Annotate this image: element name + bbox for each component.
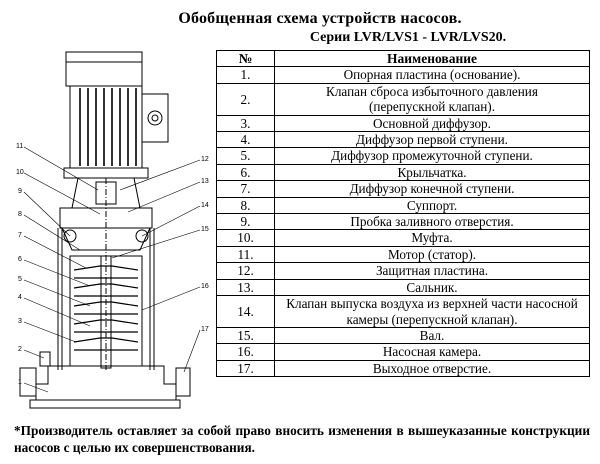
table-row: 15.Вал. [216, 326, 590, 345]
row-number: 1. [216, 66, 275, 84]
row-number: 12. [216, 262, 275, 280]
row-name: Суппорт. [274, 196, 590, 215]
callout-4: 4 [18, 294, 22, 301]
row-name: Клапан выпуска воздуха из верхней части … [274, 295, 590, 328]
table-row: 5.Диффузор промежуточной ступени. [216, 147, 590, 165]
row-name: Крыльчатка. [274, 163, 590, 182]
pump-base [35, 365, 177, 401]
callout-15: 15 [201, 226, 209, 233]
row-name: Выходное отверстие. [274, 359, 590, 378]
table-row: 3.Основной диффузор. [216, 114, 590, 133]
callout-13: 13 [201, 178, 209, 185]
callout-14: 14 [201, 202, 209, 209]
row-number: 10. [216, 229, 275, 247]
table-row: 16.Насосная камера. [216, 343, 590, 361]
table-row: 12.Защитная пластина. [216, 262, 590, 280]
row-number: 13. [216, 278, 275, 297]
callout-6: 6 [18, 256, 22, 263]
callout-1: 1 [18, 379, 22, 386]
motor-body [69, 85, 143, 169]
row-number: 8. [216, 196, 275, 215]
callout-12: 12 [201, 156, 209, 163]
parts-table: № Наименование 1.Опорная пластина (основ… [216, 49, 590, 378]
callout-16: 16 [201, 283, 209, 290]
callout-9: 9 [18, 188, 22, 195]
row-name: Опорная пластина (основание). [274, 66, 590, 84]
row-name: Пробка заливного отверстия. [274, 213, 590, 231]
table-row: 10.Муфта. [216, 229, 590, 247]
row-number: 3. [216, 114, 275, 133]
table-row: 11.Мотор (статор). [216, 245, 590, 264]
outlet-flange [175, 367, 191, 397]
page-subtitle: Серии LVR/LVS1 - LVR/LVS20. [309, 30, 507, 45]
table-row: 4.Диффузор первой ступени. [216, 131, 590, 149]
terminal-box [141, 93, 169, 143]
row-name: Основной диффузор. [274, 114, 590, 133]
row-number: 11. [216, 245, 275, 264]
table-header-row: № Наименование [216, 49, 590, 68]
footnote: *Производитель оставляет за собой право … [14, 423, 590, 455]
row-number: 16. [216, 343, 275, 361]
row-number: 9. [216, 213, 275, 231]
row-name: Диффузор конечной ступени. [274, 180, 590, 198]
callout-7: 7 [18, 232, 22, 239]
row-name: Муфта. [274, 229, 590, 247]
callout-3: 3 [18, 318, 22, 325]
row-name: Сальник. [274, 278, 590, 297]
table-row: 8.Суппорт. [216, 196, 590, 215]
row-name: Защитная пластина. [274, 262, 590, 280]
table-row: 14.Клапан выпуска воздуха из верхней час… [216, 295, 590, 328]
row-number: 7. [216, 180, 275, 198]
row-number: 4. [216, 131, 275, 149]
table-row: 1.Опорная пластина (основание). [216, 66, 590, 84]
row-name: Насосная камера. [274, 343, 590, 361]
row-number: 14. [216, 295, 275, 328]
table-row: 13.Сальник. [216, 278, 590, 297]
pump-drawing: 11 10 9 8 7 6 5 4 3 2 1 12 13 14 15 16 1… [16, 51, 209, 409]
row-name: Вал. [274, 326, 590, 345]
table-row: 9.Пробка заливного отверстия. [216, 213, 590, 231]
row-name: Мотор (статор). [274, 245, 590, 264]
table-row: 17.Выходное отверстие. [216, 359, 590, 378]
callout-2: 2 [18, 346, 22, 353]
column-header-name: Наименование [274, 49, 590, 68]
table-row: 7.Диффузор конечной ступени. [216, 180, 590, 198]
motor-top-cover [65, 51, 143, 87]
page-title: Обобщенная схема устройств насосов. [178, 10, 462, 27]
row-name: Диффузор промежуточной ступени. [274, 147, 590, 165]
callout-10: 10 [16, 169, 24, 176]
row-number: 2. [216, 82, 275, 116]
column-header-number: № [216, 49, 275, 68]
callout-8: 8 [18, 211, 22, 218]
row-number: 6. [216, 163, 275, 182]
callout-17: 17 [201, 326, 209, 333]
row-name: Клапан сброса избыточного давления (пере… [274, 82, 590, 116]
table-row: 6.Крыльчатка. [216, 163, 590, 182]
row-number: 17. [216, 359, 275, 378]
table-row: 2.Клапан сброса избыточного давления (пе… [216, 82, 590, 116]
row-name: Диффузор первой ступени. [274, 131, 590, 149]
callout-11: 11 [16, 143, 23, 150]
row-number: 5. [216, 147, 275, 165]
callout-5: 5 [18, 276, 22, 283]
row-number: 15. [216, 326, 275, 345]
